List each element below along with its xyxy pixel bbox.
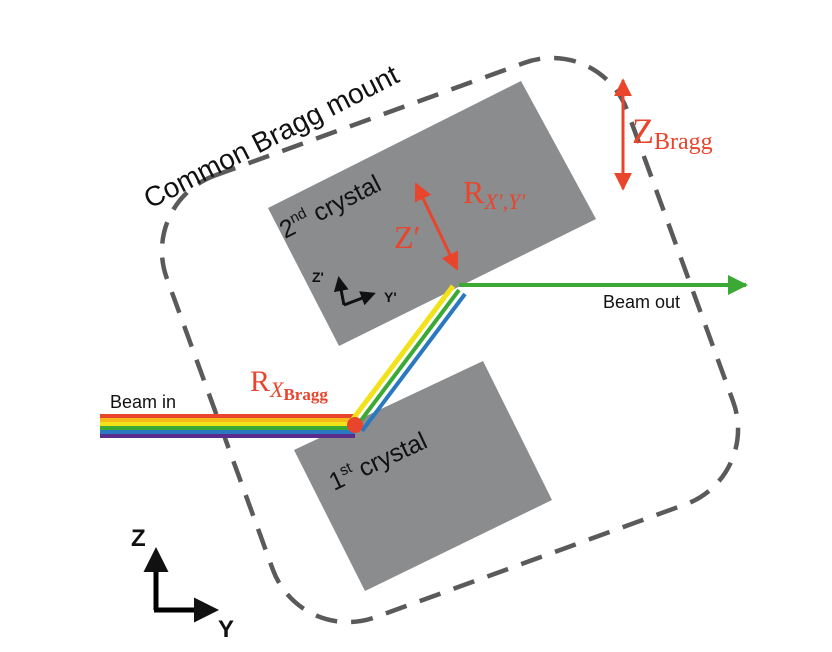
global-z-label: Z (131, 525, 146, 552)
beam-in-label: Beam in (110, 392, 176, 412)
local-z-label: Z' (312, 269, 324, 285)
global-y-label: Y (218, 616, 234, 643)
beam-out-label: Beam out (603, 292, 680, 312)
intercrystal-beam (348, 284, 467, 433)
local-y-label: Y' (384, 289, 397, 305)
local-axes (333, 276, 376, 307)
r-xy-label: RX′,Y′ (463, 174, 526, 214)
rx-bragg-label: RXBragg (250, 365, 328, 404)
beam-in (100, 414, 355, 438)
common-bragg-mount-outline (159, 55, 741, 625)
z-prime-label: Z′ (394, 219, 421, 255)
global-axes (143, 547, 219, 623)
first-crystal (294, 361, 552, 591)
z-prime-arrow (414, 182, 459, 271)
z-bragg-label: ZBragg (632, 111, 713, 155)
rotation-point (347, 417, 363, 433)
